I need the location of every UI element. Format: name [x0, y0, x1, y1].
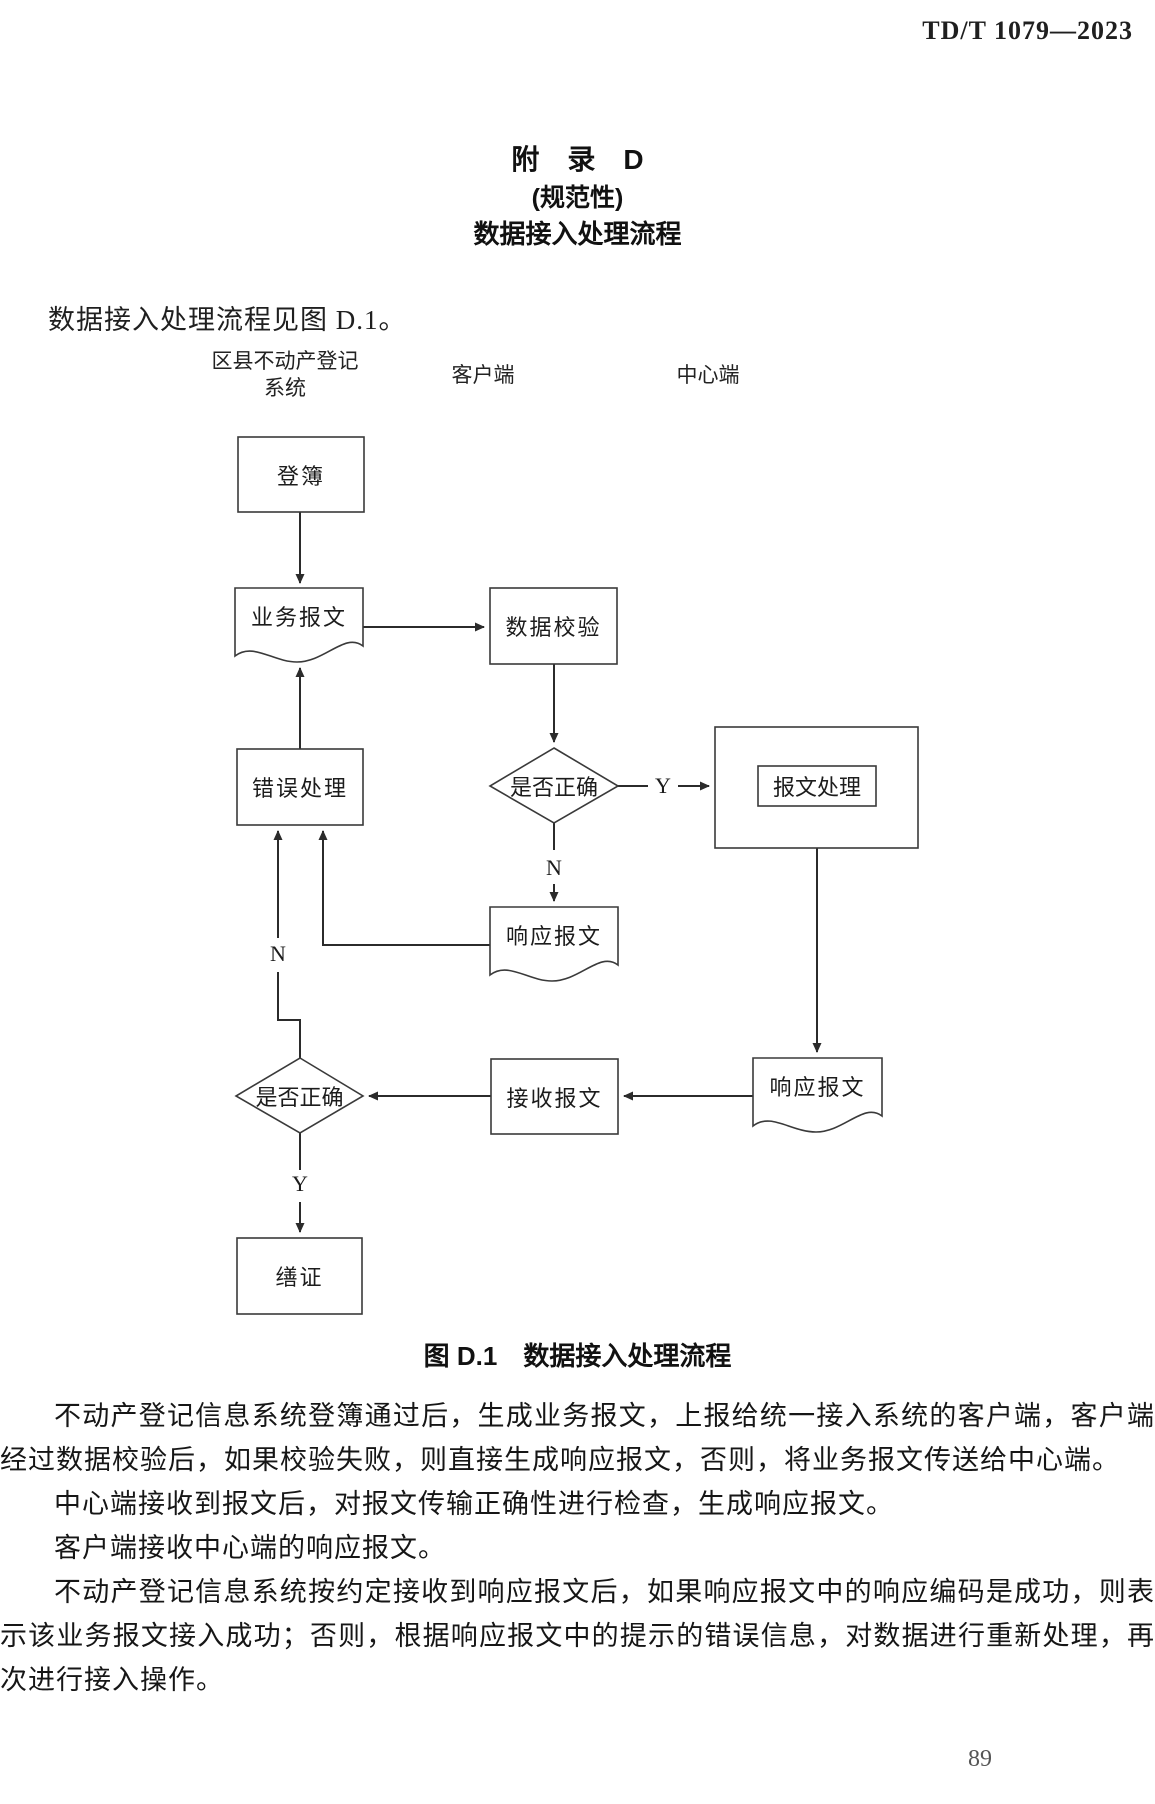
appendix-title: 附 录 D — [511, 144, 644, 175]
node-data-validation: 数据校验 — [505, 615, 602, 640]
edge-label-no-2: N — [270, 941, 286, 966]
decision-is-correct-1: 是否正确 — [509, 774, 598, 800]
figure-caption-label: 图 D.1 — [423, 1341, 498, 1371]
paragraph-1: 不动产登记信息系统登簿通过后，生成业务报文，上报给统一接入系统的客户端，客户端经… — [0, 1401, 1155, 1475]
standard-code: TD/T 1079—2023 — [922, 16, 1133, 45]
node-business-message: 业务报文 — [250, 605, 347, 630]
lane-header-center: 中心端 — [676, 363, 740, 387]
edge-response-client-to-error — [318, 830, 490, 946]
edge-label-yes-1: Y — [655, 773, 671, 798]
paragraph-2: 中心端接收到报文后，对报文传输正确性进行检查，生成响应报文。 — [54, 1489, 894, 1519]
appendix-subtitle: (规范性) — [531, 184, 624, 212]
edge-label-yes-2: Y — [292, 1171, 308, 1196]
intro-sentence: 数据接入处理流程见图 D.1。 — [48, 305, 407, 335]
edge-decision2-no-a — [277, 972, 301, 1058]
node-message-processing: 报文处理 — [772, 775, 861, 800]
paragraph-4: 不动产登记信息系统按约定接收到响应报文后，如果响应报文中的响应编码是成功，则表示… — [0, 1577, 1155, 1695]
node-response-message-client: 响应报文 — [505, 924, 602, 949]
body-text: 不动产登记信息系统登簿通过后，生成业务报文，上报给统一接入系统的客户端，客户端经… — [0, 1394, 1155, 1702]
node-shapes — [234, 436, 919, 1315]
node-error-handling: 错误处理 — [251, 776, 348, 801]
decision-is-correct-2: 是否正确 — [255, 1084, 344, 1110]
lane-header-county-system: 区县不动产登记 系统 — [211, 349, 359, 400]
node-register-book: 登簿 — [276, 463, 325, 489]
lane-header-client: 客户端 — [451, 363, 515, 387]
page-number: 89 — [968, 1746, 992, 1772]
appendix-heading: 数据接入处理流程 — [473, 219, 682, 249]
node-receive-message: 接收报文 — [506, 1085, 603, 1111]
paragraph-3: 客户端接收中心端的响应报文。 — [54, 1533, 446, 1563]
edge-label-no-1: N — [546, 855, 562, 880]
node-response-message-center: 响应报文 — [769, 1075, 866, 1100]
figure-caption-text: 数据接入处理流程 — [523, 1341, 732, 1371]
figure-caption: 图 D.1 数据接入处理流程 — [0, 1336, 1155, 1373]
node-issue-certificate: 缮证 — [275, 1265, 324, 1290]
